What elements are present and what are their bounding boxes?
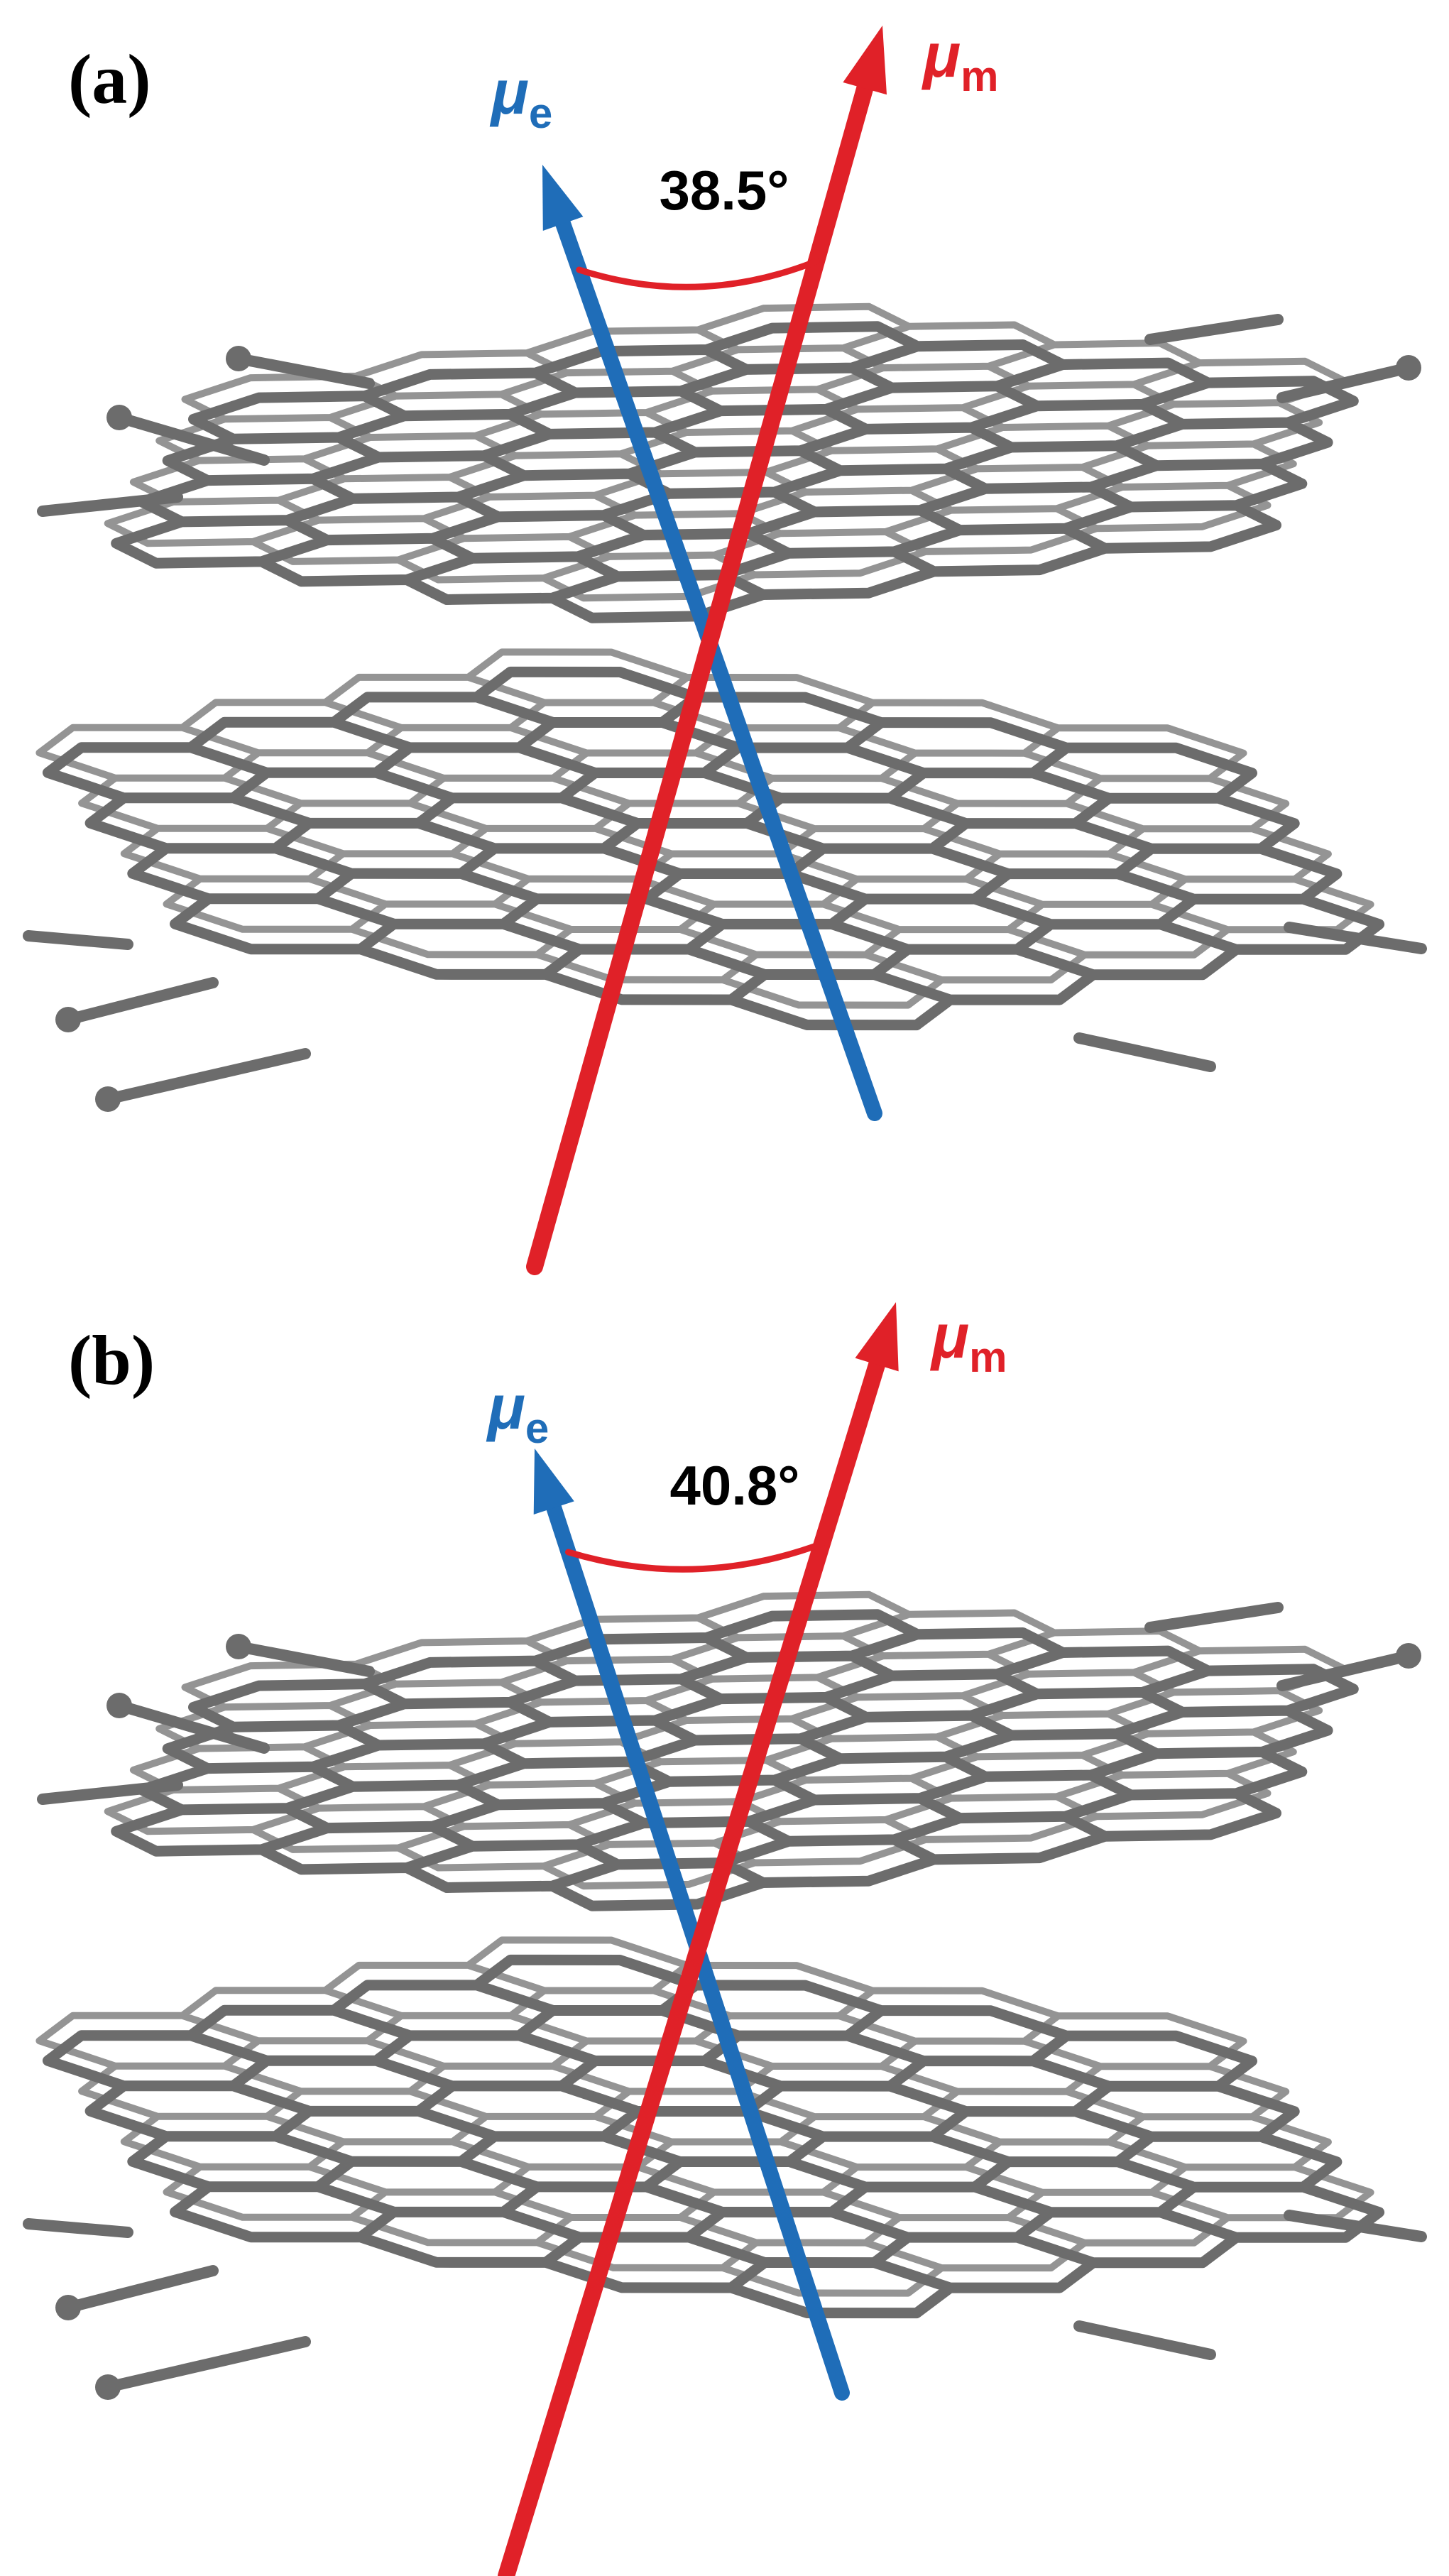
- mu-symbol: μ: [921, 20, 961, 90]
- angle-label-b: 40.8°: [669, 1454, 799, 1517]
- mu-symbol: μ: [929, 1301, 969, 1371]
- panel-label-b: (b): [68, 1321, 155, 1399]
- mu-symbol: μ: [489, 57, 529, 127]
- mu-e-label-b: μe: [486, 1372, 549, 1452]
- panel-b: (b) μe μm 40.8°: [23, 1301, 1427, 2576]
- mu-subscript: e: [529, 89, 552, 137]
- mu-subscript: m: [961, 53, 998, 100]
- molecule-stacked-dimer-a: [23, 302, 1427, 1112]
- dipole-vectors-b: [498, 1302, 899, 2576]
- angle-label-a: 38.5°: [659, 159, 789, 222]
- mu-m-label-a: μm: [921, 20, 998, 100]
- panel-a: (a) μe μm 38.5°: [23, 20, 1427, 1275]
- dipole-vectors-a: [526, 26, 887, 1275]
- mu-subscript: e: [525, 1404, 549, 1452]
- mu-symbol: μ: [486, 1372, 525, 1442]
- mu-subscript: m: [969, 1333, 1007, 1381]
- molecule-stacked-dimer-b: [23, 1590, 1427, 2400]
- mu-m-label-b: μm: [929, 1301, 1007, 1381]
- mu-e-label-a: μe: [489, 57, 552, 137]
- panel-label-a: (a): [68, 40, 151, 119]
